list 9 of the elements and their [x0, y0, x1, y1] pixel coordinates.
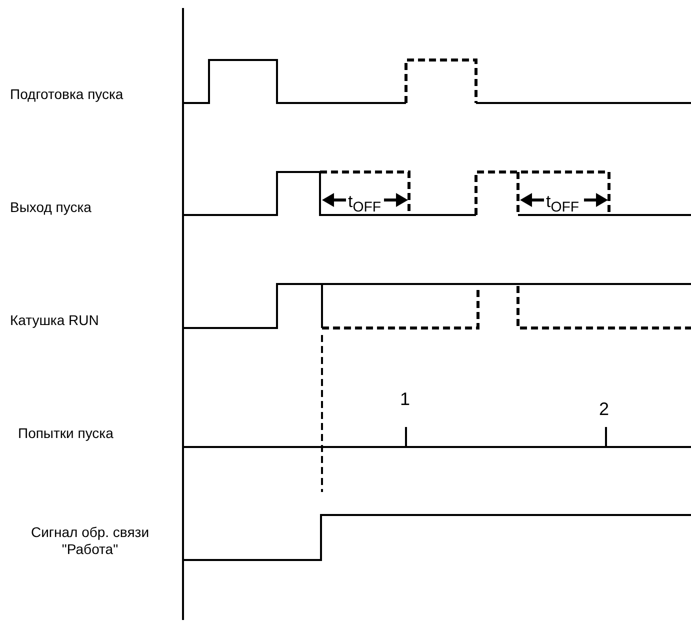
time-label: t$_{OFF}$: [546, 193, 580, 216]
signal-name: Попытки пуска: [18, 425, 114, 442]
signal-name: Катушка RUN: [10, 312, 99, 329]
time-label: t$_{OFF}$: [348, 193, 382, 216]
attempt-number: 1: [400, 389, 410, 409]
attempt-number: 2: [599, 399, 610, 419]
signal-name: Подготовка пуска: [10, 86, 124, 103]
signal-name: Выход пуска: [10, 199, 92, 216]
signal-name: Сигнал обр. связи "Работа": [30, 524, 150, 558]
